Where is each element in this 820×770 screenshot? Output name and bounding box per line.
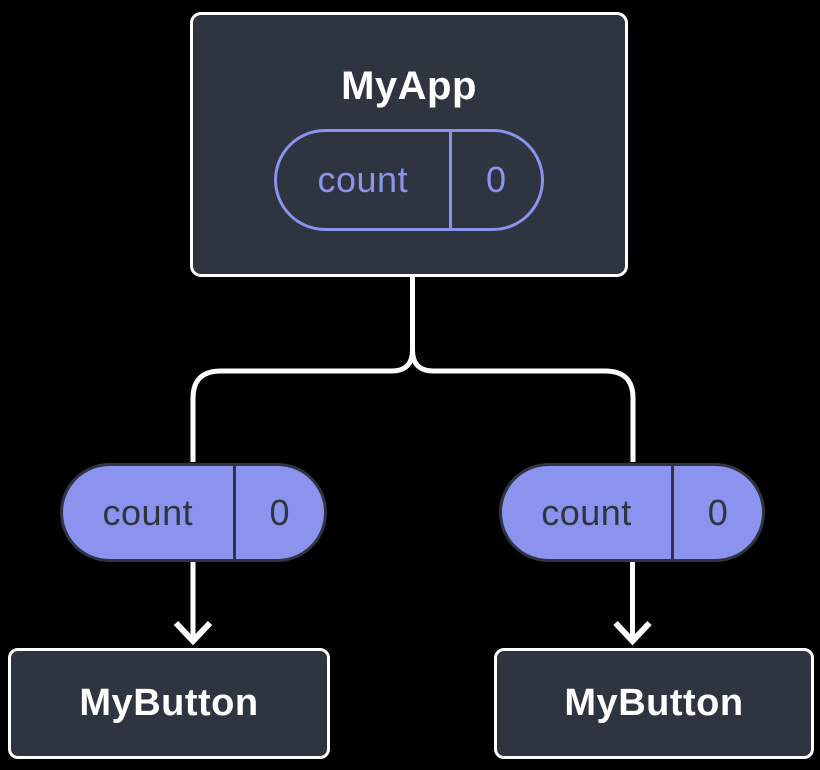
prop-pill-left-value: 0 xyxy=(232,466,324,559)
prop-pill-right-value: 0 xyxy=(671,466,762,559)
prop-pill-right-name: count xyxy=(541,491,632,533)
state-pill: count 0 xyxy=(274,129,544,231)
arrow-right xyxy=(613,562,652,646)
component-box-mybutton-right: MyButton xyxy=(494,648,814,759)
component-title-mybutton-left: MyButton xyxy=(79,682,259,724)
arrow-left xyxy=(173,562,213,646)
component-box-mybutton-left: MyButton xyxy=(8,648,330,759)
branch-line-left xyxy=(190,277,415,462)
component-title-myapp: MyApp xyxy=(341,64,477,108)
state-pill-value: 0 xyxy=(448,132,541,228)
prop-pill-left-name: count xyxy=(102,491,194,533)
state-pill-name: count xyxy=(317,159,409,200)
prop-pill-left: count 0 xyxy=(60,463,327,562)
component-title-mybutton-right: MyButton xyxy=(564,682,744,724)
prop-pill-right: count 0 xyxy=(499,463,765,562)
component-box-myapp: MyApp count 0 xyxy=(190,12,628,277)
branch-line-right xyxy=(410,277,636,462)
